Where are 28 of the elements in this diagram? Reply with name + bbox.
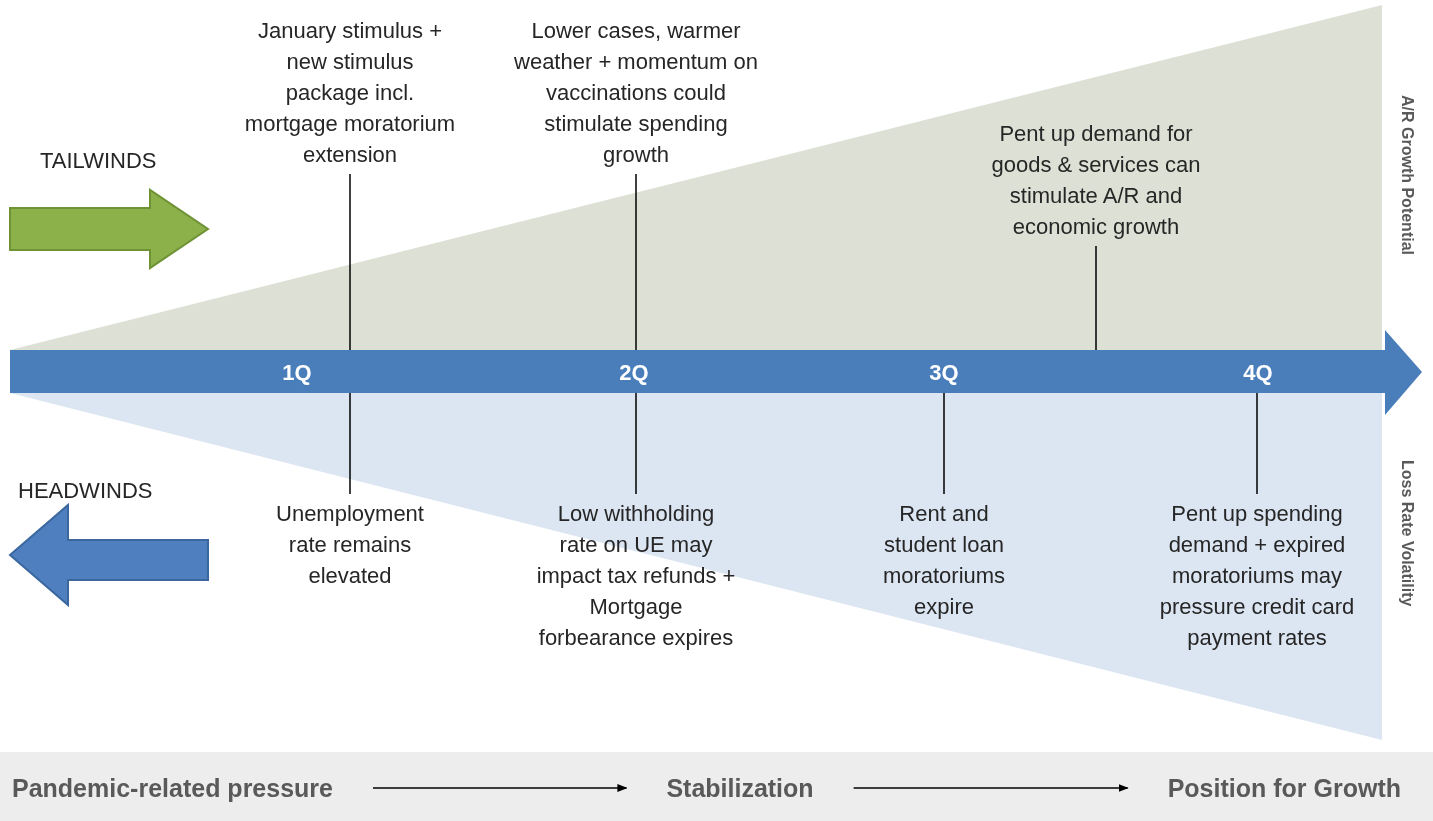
timeline-arrow <box>10 330 1422 415</box>
phase-label: Stabilization <box>666 773 814 803</box>
phase-label: Pandemic-related pressure <box>12 773 333 803</box>
event-text: January stimulus + new stimulus package incl. mortgage moratorium extension <box>242 15 458 170</box>
leader-line <box>635 173 637 351</box>
phase-label: Position for Growth <box>1167 773 1401 803</box>
quarter-label: 4Q <box>1243 360 1273 386</box>
heading-label: TAILWINDS <box>40 148 157 174</box>
event-text: Rent and student loan moratoriums expire <box>869 498 1019 622</box>
arrow <box>372 784 628 792</box>
quarter-label: 1Q <box>282 360 312 386</box>
leader-line <box>1256 392 1258 495</box>
leader-line <box>635 392 637 495</box>
quarter-label: 3Q <box>929 360 959 386</box>
axis-label: A/R Growth Potential <box>1398 95 1416 255</box>
leader-line <box>349 173 351 351</box>
event-text: Low withholding rate on UE may impact tax refunds + Mortgage forbearance expires <box>536 498 736 653</box>
axis-label: Loss Rate Volatility <box>1398 460 1416 607</box>
leader-line <box>349 392 351 495</box>
event-text: Unemployment rate remains elevated <box>255 498 445 591</box>
event-text: Pent up spending demand + expired moratoriums may pressure credit card payment rates <box>1137 498 1377 653</box>
heading-label: HEADWINDS <box>18 478 153 504</box>
leader-line <box>943 392 945 495</box>
event-text: Lower cases, warmer weather + momentum on vaccinations could stimulate spending growth <box>513 15 759 170</box>
quarter-label: 2Q <box>619 360 649 386</box>
leader-line <box>1095 245 1097 351</box>
arrow <box>852 784 1129 792</box>
event-text: Pent up demand for goods & services can stimulate A/R and economic growth <box>971 118 1221 242</box>
